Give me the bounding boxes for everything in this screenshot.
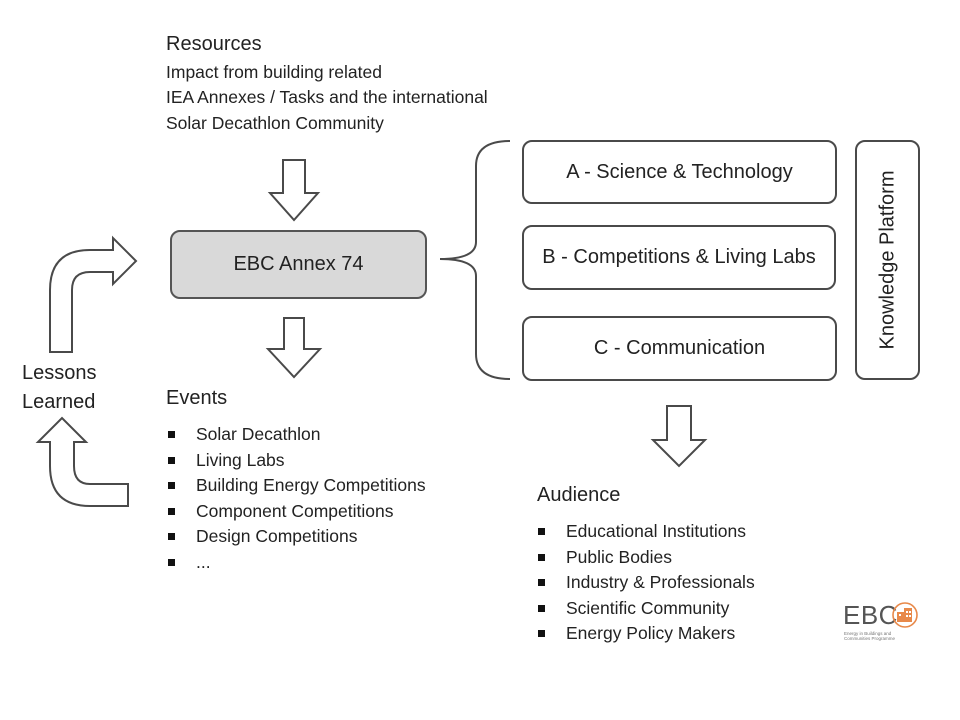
audience-list: Educational Institutions Public Bodies I…	[536, 519, 755, 647]
building-icon	[892, 602, 918, 628]
resources-line-1: Impact from building related	[166, 62, 382, 82]
audience-item: Educational Institutions	[536, 519, 755, 545]
lessons-label-line-1: Lessons	[22, 362, 97, 384]
resources-line-2: IEA Annexes / Tasks and the internationa…	[166, 87, 488, 107]
pillar-c-label: C - Communication	[593, 337, 766, 359]
pillar-c-box: C - Communication	[522, 316, 837, 381]
down-arrow-audience	[650, 405, 708, 468]
ebc-annex-74-label: EBC Annex 74	[233, 253, 364, 275]
events-list: Solar Decathlon Living Labs Building Ene…	[166, 422, 426, 575]
knowledge-platform-label: Knowledge Platform	[876, 170, 898, 350]
pillar-b-box: B - Competitions & Living Labs	[522, 225, 836, 290]
events-heading: Events	[166, 387, 228, 409]
ebc-annex-74-box: EBC Annex 74	[170, 230, 427, 299]
audience-item: Industry & Professionals	[536, 570, 755, 596]
knowledge-platform-box: Knowledge Platform	[855, 140, 920, 380]
audience-heading: Audience	[537, 484, 621, 506]
pillar-a-label: A - Science & Technology	[566, 160, 793, 183]
grouping-brace	[439, 140, 511, 380]
resources-line-3: Solar Decathlon Community	[166, 113, 384, 133]
events-item: Design Competitions	[166, 524, 426, 550]
events-item: Building Energy Competitions	[166, 473, 426, 499]
pillar-b-label: B - Competitions & Living Labs	[542, 246, 816, 268]
audience-item: Energy Policy Makers	[536, 621, 755, 647]
pillar-a-box: A - Science & Technology	[522, 140, 837, 204]
events-item: Solar Decathlon	[166, 422, 426, 448]
ebc-logo-tagline-2: Communities Programme	[844, 636, 896, 641]
events-item: Component Competitions	[166, 499, 426, 525]
ebc-logo: EBC Energy in Buildings and Communities …	[843, 600, 923, 642]
events-item: Living Labs	[166, 448, 426, 474]
resources-heading: Resources	[166, 33, 262, 55]
ebc-logo-tagline-1: Energy in Buildings and	[844, 631, 892, 636]
down-arrow-resources	[267, 159, 321, 222]
down-arrow-events	[265, 317, 323, 379]
audience-item: Public Bodies	[536, 545, 755, 571]
curved-arrow-back	[35, 416, 129, 507]
audience-item: Scientific Community	[536, 596, 755, 622]
ebc-logo-word: EBC	[843, 600, 898, 630]
curved-arrow-up	[49, 235, 138, 353]
lessons-label-line-2: Learned	[22, 391, 96, 413]
events-item: ...	[166, 550, 426, 576]
